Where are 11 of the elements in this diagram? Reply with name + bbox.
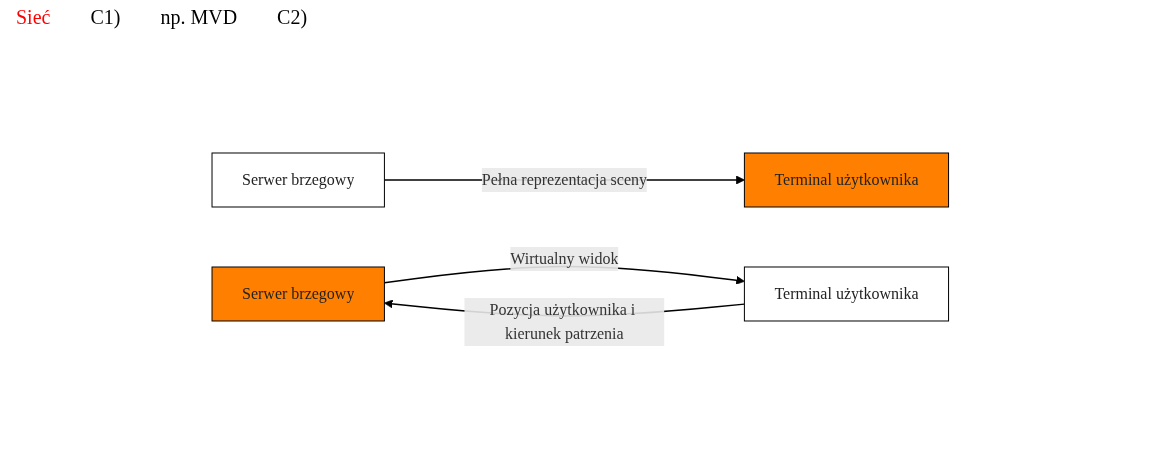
node-box: Serwer brzegowy [211,152,386,208]
node-box: Terminal użytkownika [744,152,950,208]
node-box: Serwer brzegowy [211,266,386,322]
note-text: np. MVD [160,6,238,31]
edge-label: Pozycja użytkownika i kierunek patrzenia [489,300,636,342]
note-text: C2) [277,6,308,31]
network-label: Sieć [16,6,51,30]
edge-label: Pełna reprezentacja sceny [482,171,648,188]
edge-label: Wirtualny widok [510,249,619,267]
node-box: Terminal użytkownika [744,266,950,322]
note-text: C1) [90,6,121,31]
